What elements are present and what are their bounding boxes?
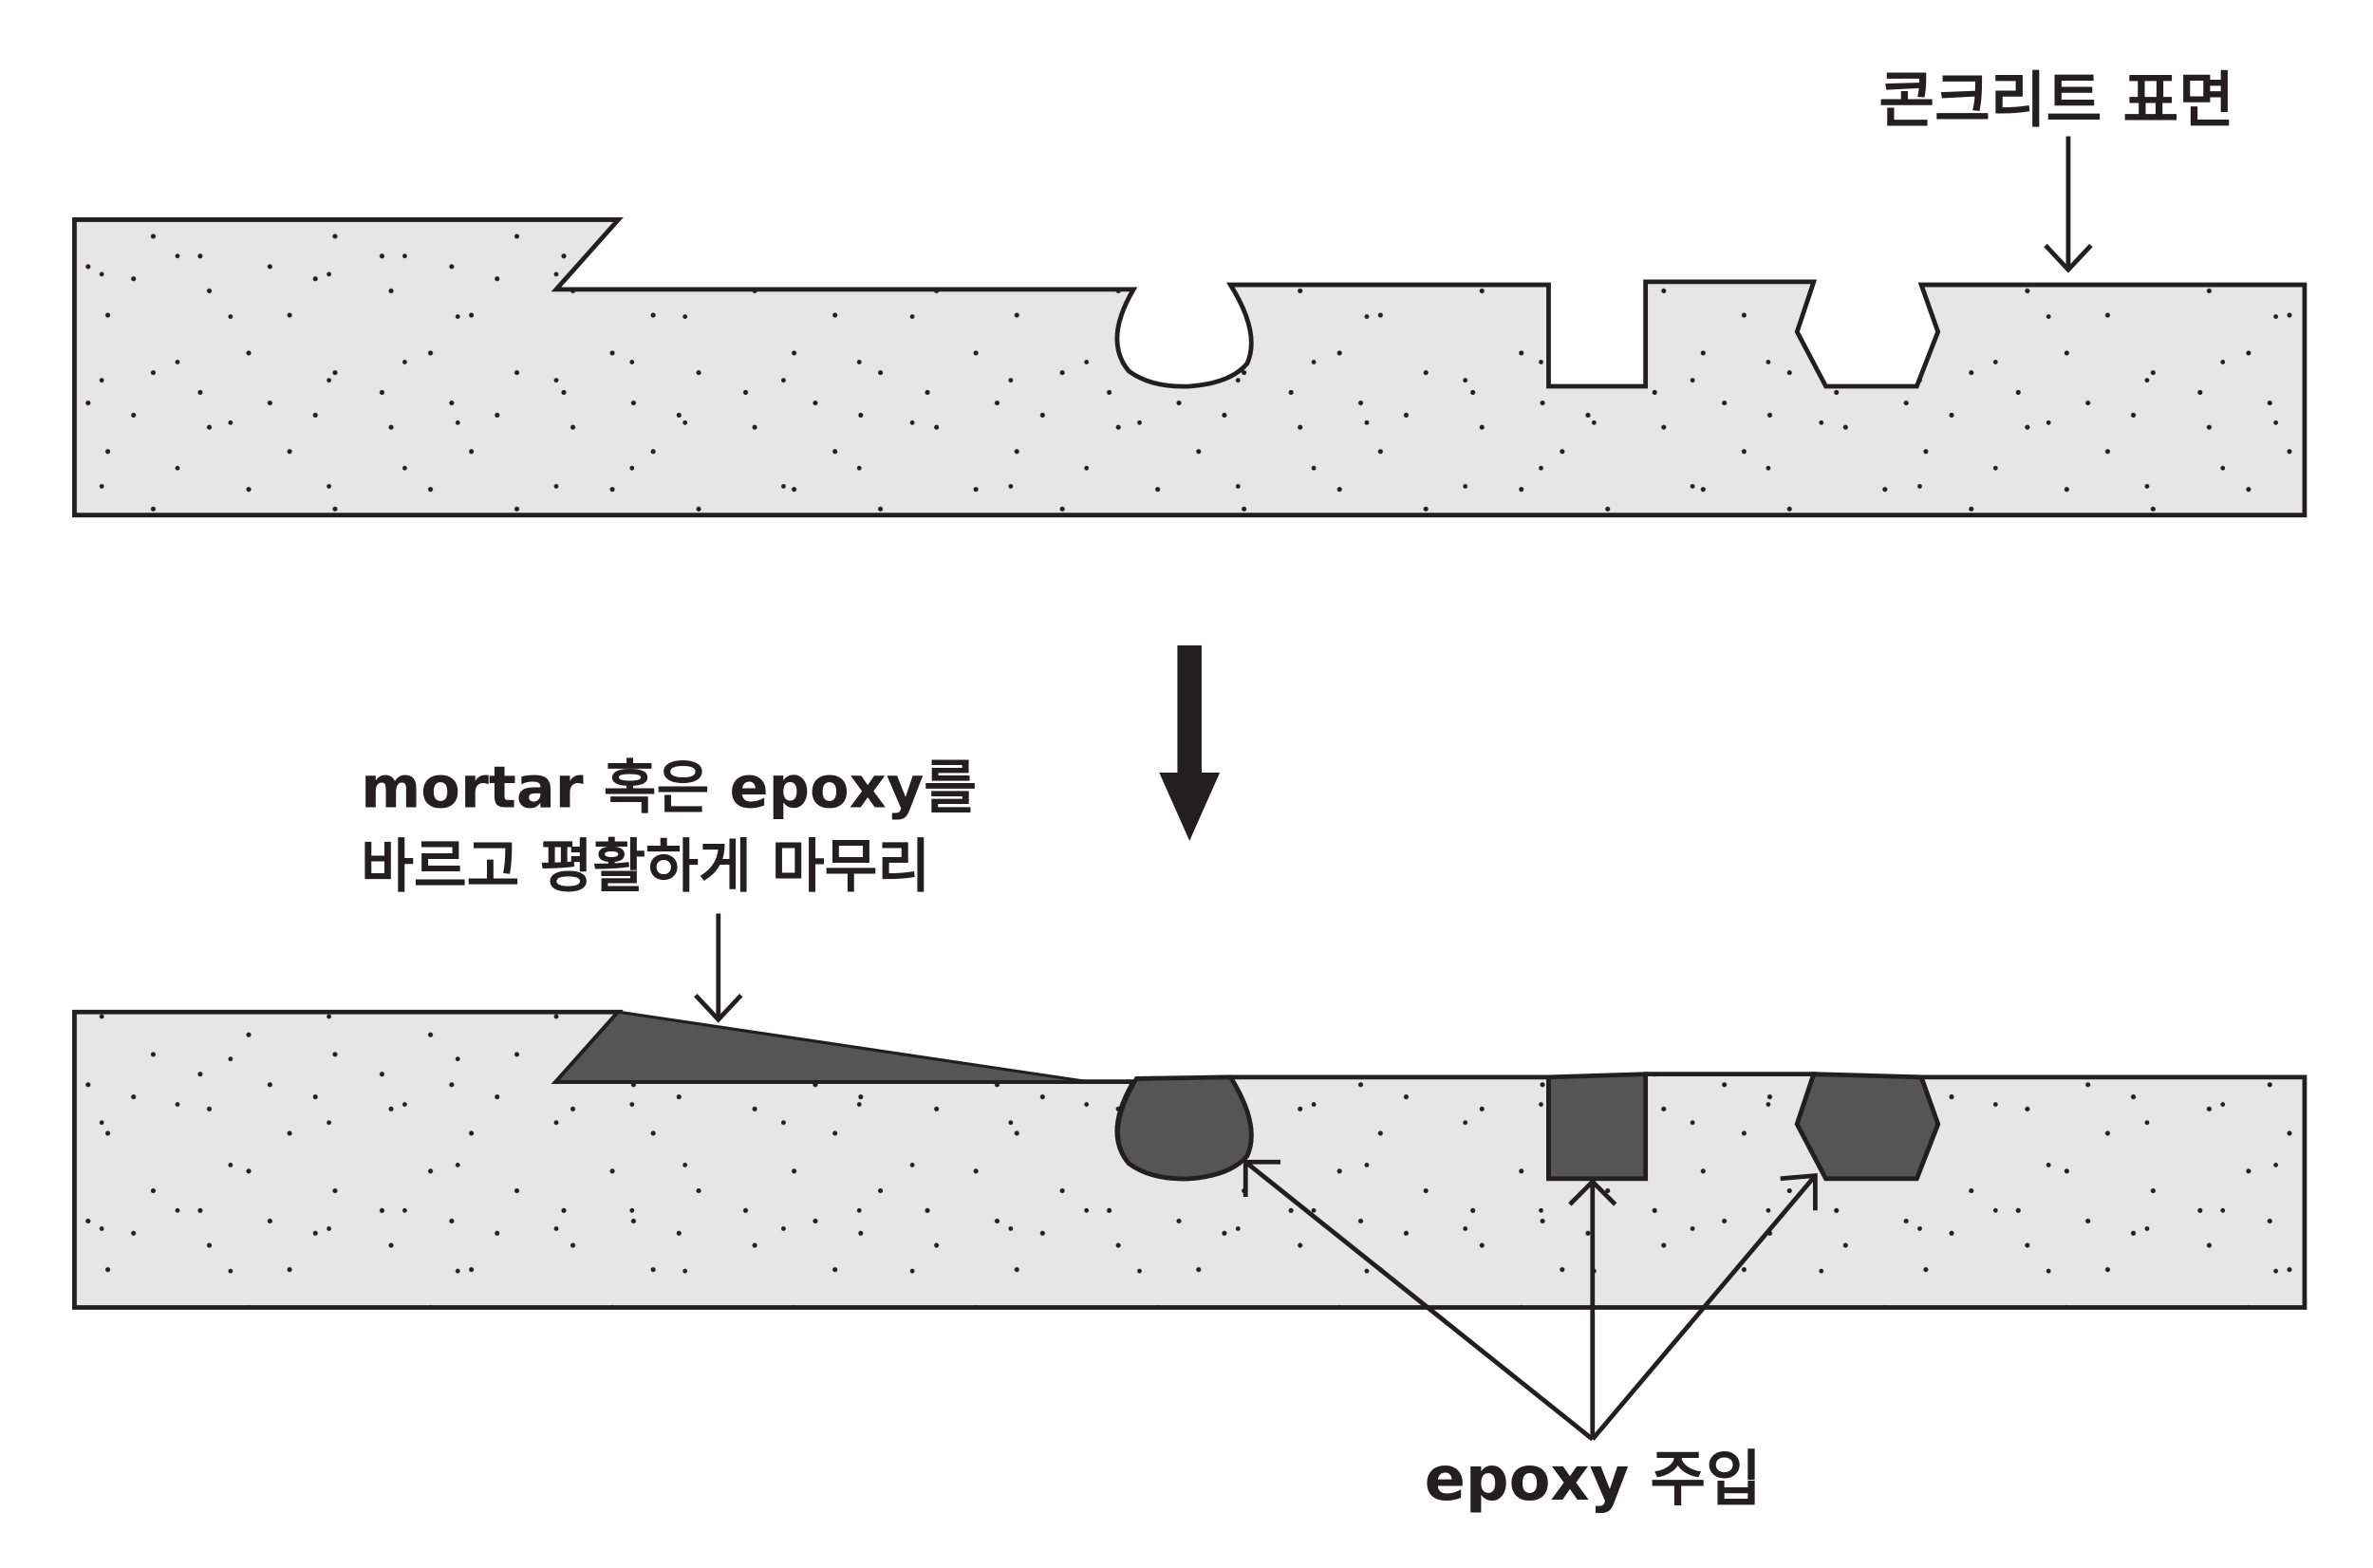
epoxy-fill-round-pit xyxy=(1115,1074,1254,1182)
mortar-ramp-fill xyxy=(552,1010,1089,1084)
mortar-pointer-arrow xyxy=(694,913,743,1023)
label-mortar-line2: 바르고 평활하게 마무리 xyxy=(361,834,930,901)
label-mortar-line1: mortar 혹은 epoxy를 xyxy=(361,756,977,822)
concrete-slab-before xyxy=(72,217,2308,518)
epoxy-injection-arrows xyxy=(1243,1159,1818,1442)
label-epoxy-injection: epoxy 주입 xyxy=(1425,1445,1762,1515)
concrete-slab-after xyxy=(72,1009,2308,1310)
surface-pointer-arrow xyxy=(2044,136,2093,273)
label-concrete-surface: 콘크리트 표면 xyxy=(1878,66,2234,137)
epoxy-fill-square-groove xyxy=(1546,1072,1649,1182)
epoxy-fill-hex-groove xyxy=(1794,1072,1941,1182)
process-down-arrow xyxy=(1159,644,1221,841)
